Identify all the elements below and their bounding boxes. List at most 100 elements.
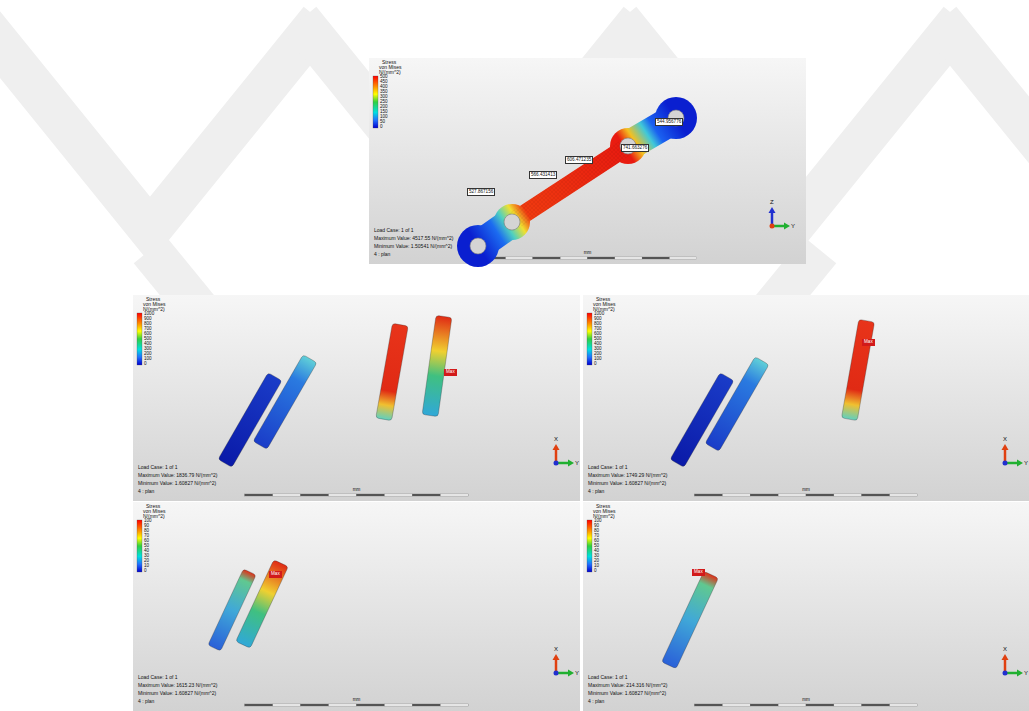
axis-arrowhead [1002,654,1009,660]
axis-arrowhead [769,207,776,213]
legend-value: 50 [144,544,149,549]
scale-bar [642,257,669,259]
view-name: 4 : plan [138,699,154,704]
scale-bar [695,704,723,706]
legend-value: 100 [144,357,152,362]
scale-bar [615,257,642,259]
legend-value: 100 [594,519,602,524]
result-panel [583,295,1029,501]
load-case: Load Case: 1 of 1 [138,675,177,680]
axis-arrowhead [553,444,560,450]
legend-value: 400 [380,85,388,90]
load-case: Load Case: 1 of 1 [374,228,413,233]
scale-unit: mm [353,488,361,493]
axis-arrowhead [1017,670,1023,677]
min-value: Minimum Value: 1.60827 N/(mm^2) [138,691,216,696]
legend-value: 900 [144,317,152,322]
scale-bar [750,494,778,496]
scale-bar [862,704,890,706]
legend-value: 400 [144,342,152,347]
scale-bar [301,494,329,496]
scale-bar [806,704,834,706]
axis-origin [770,224,775,229]
probe-label: 741.663276 [621,144,649,152]
legend-value: 80 [144,529,149,534]
axis-label: X [1003,646,1007,652]
legend-value: 90 [594,524,599,529]
scale-bar [384,704,412,706]
legend-value: 300 [144,347,152,352]
legend-value: 100 [594,357,602,362]
legend-value: 500 [380,75,388,80]
scale-bar [722,494,750,496]
screws-panel-a [218,315,452,467]
legend-value: 200 [380,105,388,110]
legend-value: 600 [144,332,152,337]
scale-bar [440,704,468,706]
scale-bar [412,494,440,496]
min-value: Minimum Value: 1.60827 N/(mm^2) [138,481,216,486]
max-value: Maximum Value: 214.316 N/(mm^2) [588,683,668,688]
legend-value: 800 [594,322,602,327]
view-name: 4 : plan [588,699,604,704]
max-marker: Max [862,339,875,346]
legend-value: 1000 [594,312,604,317]
scale-bar [834,704,862,706]
legend-value: 200 [594,352,602,357]
scale-bar [440,494,468,496]
legend-value: 700 [144,327,152,332]
legend-value: 300 [380,95,388,100]
scale-bar [506,257,533,259]
color-bar [587,313,592,365]
scale-bar [778,704,806,706]
legend-value: 100 [144,519,152,524]
result-panel [133,502,580,711]
axis-label: Y [1024,670,1028,676]
scale-bar [834,494,862,496]
probe-label: 527.867156 [467,188,495,196]
panel-graphics [133,502,580,711]
legend-value: 0 [594,569,597,574]
scale-bar [384,494,412,496]
axis-arrowhead [1002,444,1009,450]
max-value: Maximum Value: 1836.79 N/(mm^2) [138,473,218,478]
legend-value: 1000 [144,312,154,317]
color-bar [137,313,142,365]
result-panel [133,295,580,501]
scale-bar [357,494,385,496]
panel-graphics [583,502,1029,711]
color-bar [137,520,142,572]
legend-value: 200 [144,352,152,357]
scale-bar [273,704,301,706]
scale-bar [329,494,357,496]
scale-unit: mm [584,251,592,256]
axis-arrowhead [568,460,574,467]
axis-arrowhead [568,670,574,677]
legend-value: 80 [594,529,599,534]
legend-value: 20 [144,559,149,564]
legend-value: 20 [594,559,599,564]
scale-bar [778,494,806,496]
load-case: Load Case: 1 of 1 [138,465,177,470]
scale-bar [750,704,778,706]
axis-origin [1003,461,1008,466]
scale-bar [588,257,615,259]
probe-label: 544.956776 [655,118,683,126]
scale-bar [862,494,890,496]
scale-bar [890,704,918,706]
legend-value: 500 [594,337,602,342]
legend-value: 0 [380,125,383,130]
load-case: Load Case: 1 of 1 [588,465,627,470]
legend-value: 400 [594,342,602,347]
legend-value: 0 [144,362,147,367]
legend-value: 10 [144,564,149,569]
axis-label: X [1003,436,1007,442]
legend-value: 70 [144,534,149,539]
bone-plate [457,97,697,267]
probe-label: 566.431413 [529,171,557,179]
view-name: 4 : plan [138,489,154,494]
scale-unit: mm [802,698,810,703]
result-panel [583,502,1029,711]
